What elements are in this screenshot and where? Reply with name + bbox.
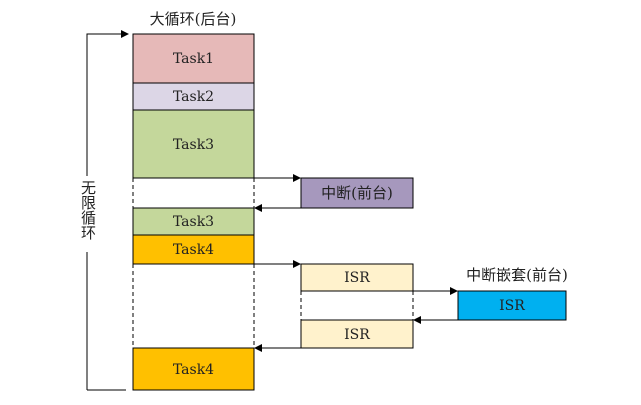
loop-arrow	[86, 30, 129, 390]
isr-resume-block	[300, 319, 414, 349]
task2-block	[132, 82, 255, 111]
interrupt-block	[300, 177, 414, 209]
nested-isr-block	[457, 290, 567, 321]
task2-label: Task2	[173, 89, 214, 105]
background-label: 大循环(后台)	[150, 10, 237, 28]
task3-block	[132, 109, 255, 179]
nested-interrupt-label: 中断嵌套(前台)	[466, 266, 568, 284]
isr-block	[300, 263, 414, 292]
task1-label: Task1	[173, 51, 214, 67]
task3-label: Task3	[173, 137, 214, 153]
task1-block	[132, 33, 255, 84]
interrupt-gaps	[132, 178, 255, 348]
task3-resume-block	[132, 207, 255, 236]
loop-label-bg	[80, 176, 96, 252]
interrupt-label: 中断(前台)	[321, 184, 393, 202]
task4-resume-label: Task4	[173, 362, 214, 378]
task4-block	[132, 234, 255, 265]
isr-label: ISR	[344, 270, 370, 286]
isr-gap	[300, 291, 414, 320]
task3-resume-label: Task3	[173, 214, 214, 230]
nested-isr-label: ISR	[499, 298, 525, 314]
task4-resume-block	[132, 347, 255, 391]
loop-label: 无限循环	[79, 180, 97, 240]
isr-resume-label: ISR	[344, 327, 370, 343]
task4-label: Task4	[173, 242, 214, 258]
